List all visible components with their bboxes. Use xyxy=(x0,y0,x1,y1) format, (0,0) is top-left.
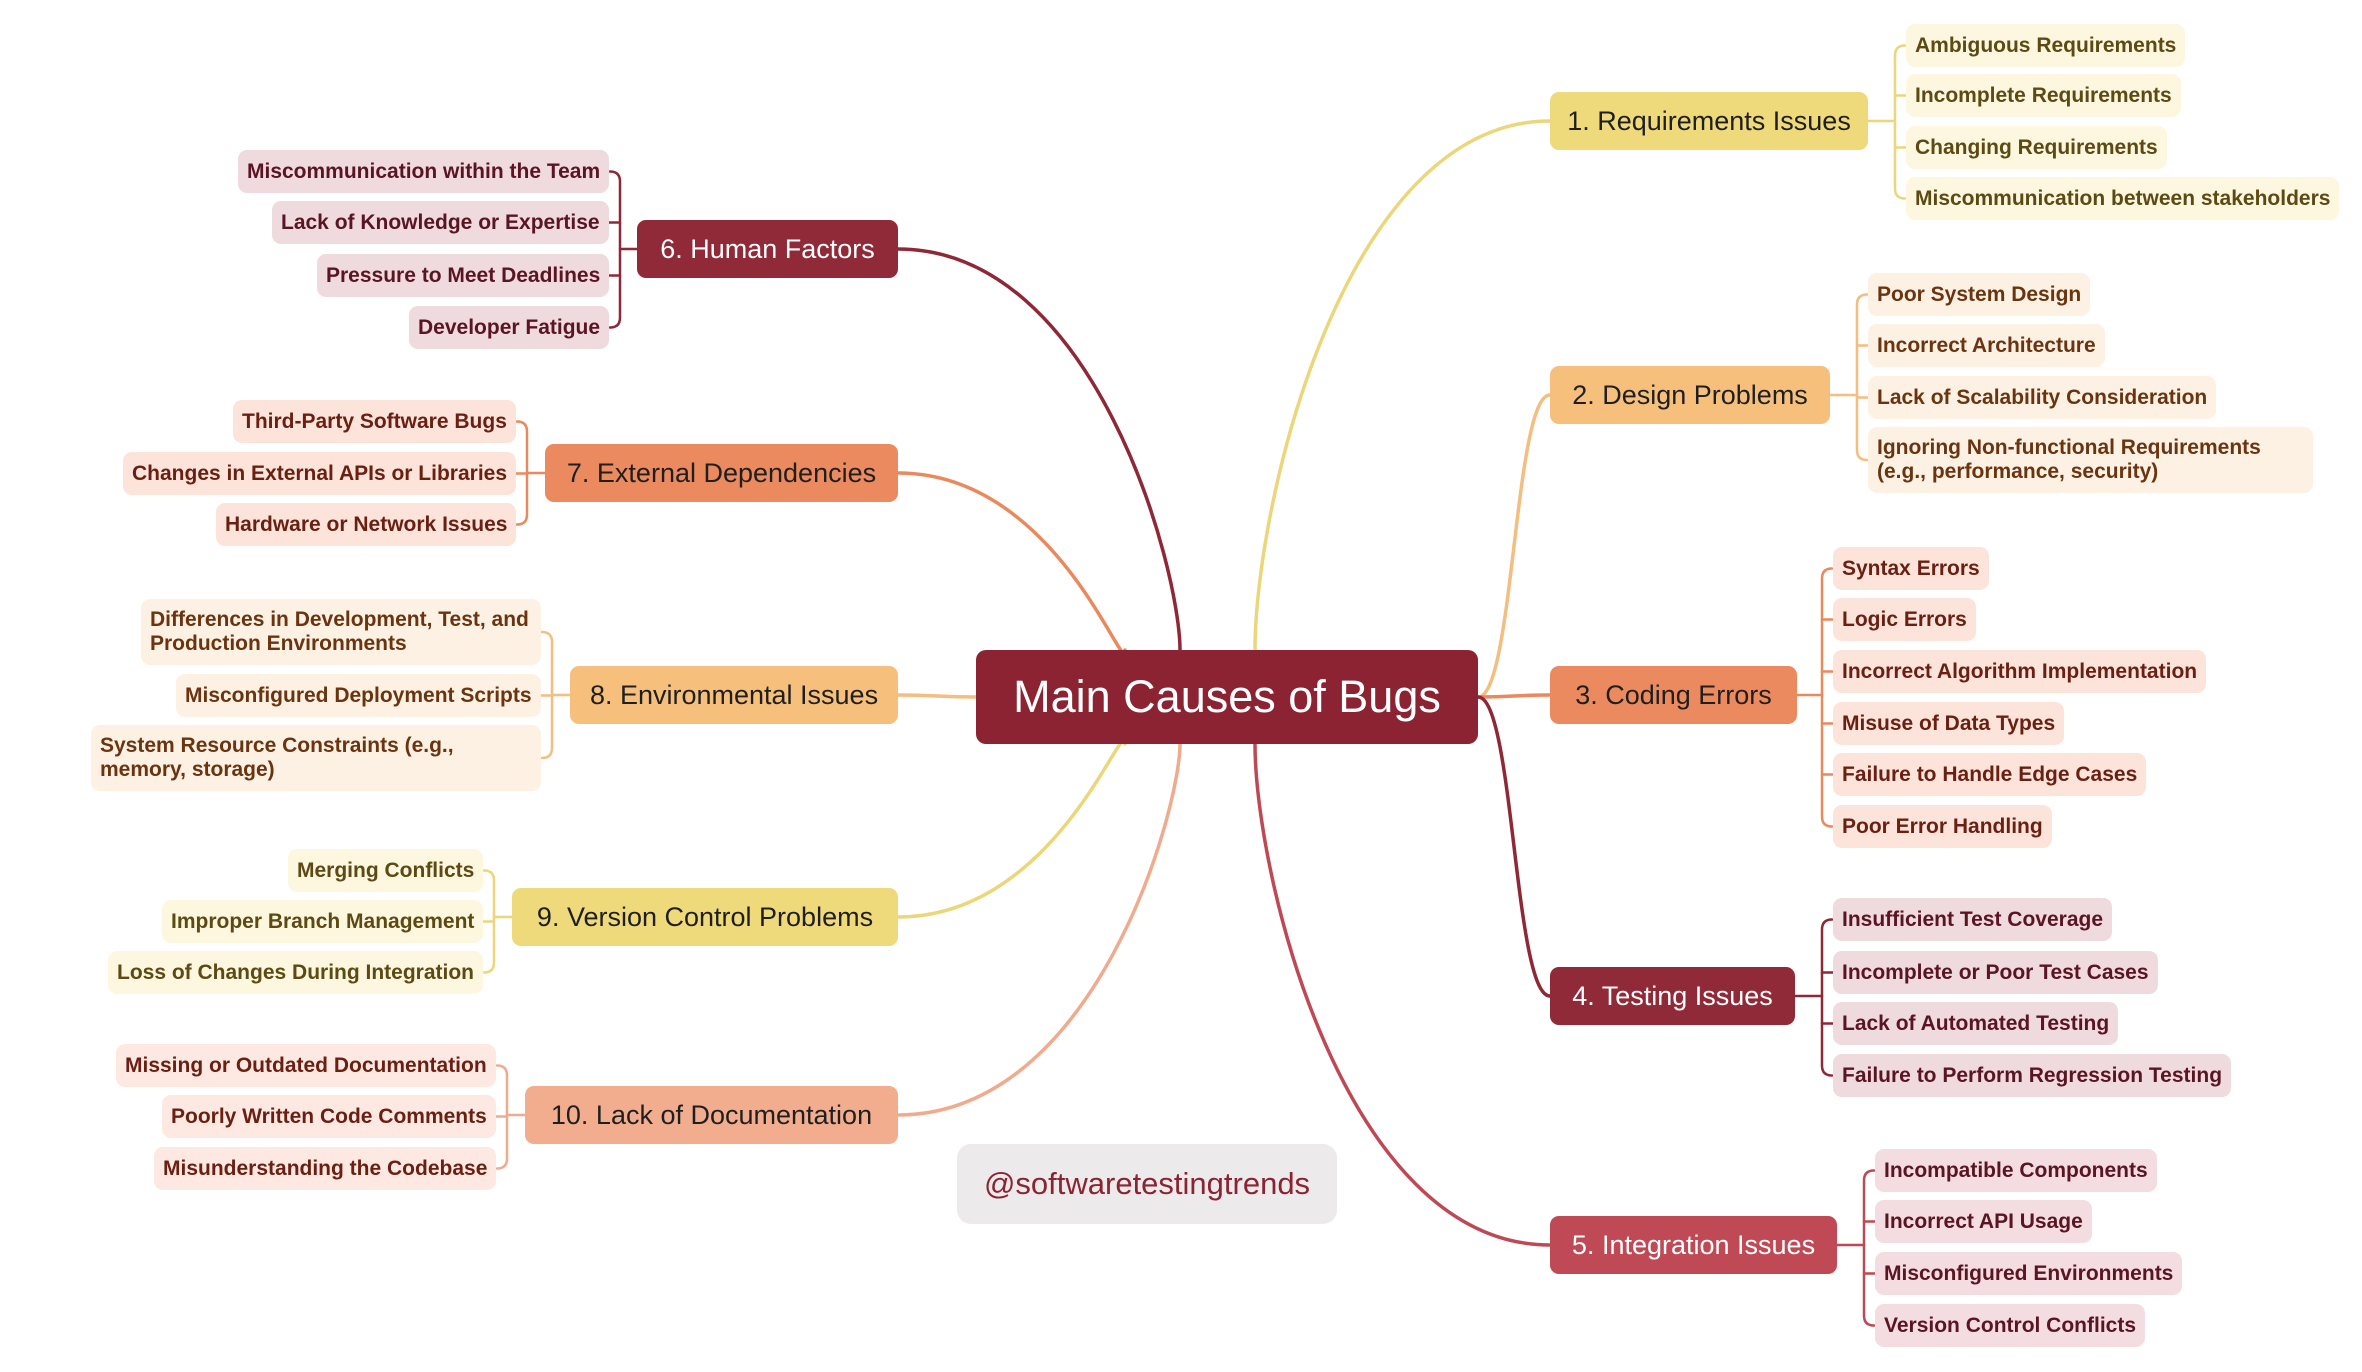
leaf-bracket-3 xyxy=(1820,567,1834,828)
leaf-node[interactable]: Pressure to Meet Deadlines xyxy=(317,254,610,297)
leaf-node[interactable]: Lack of Knowledge or Expertise xyxy=(272,201,609,244)
leaf-node[interactable]: Merging Conflicts xyxy=(288,849,484,892)
leaf-node[interactable]: Ignoring Non-functional Requirements (e.… xyxy=(1868,427,2313,493)
branch-connector-7 xyxy=(896,471,1127,655)
leaf-node[interactable]: Third-Party Software Bugs xyxy=(233,400,516,443)
branch-node-2[interactable]: 2. Design Problems xyxy=(1550,366,1830,424)
branch-node-7[interactable]: 7. External Dependencies xyxy=(545,444,898,502)
branch-connector-5 xyxy=(1253,742,1552,1247)
leaf-node[interactable]: Logic Errors xyxy=(1833,598,1976,641)
branch-node-9[interactable]: 9. Version Control Problems xyxy=(512,888,898,946)
leaf-node[interactable]: Incompatible Components xyxy=(1875,1149,2157,1192)
leaf-node[interactable]: Hardware or Network Issues xyxy=(216,503,517,546)
leaf-node[interactable]: Differences in Development, Test, and Pr… xyxy=(141,599,541,665)
leaf-node[interactable]: Incorrect API Usage xyxy=(1875,1200,2092,1243)
leaf-node[interactable]: Developer Fatigue xyxy=(409,306,610,349)
leaf-node[interactable]: Misconfigured Deployment Scripts xyxy=(176,674,541,717)
branch-connector-9 xyxy=(896,738,1127,919)
leaf-node[interactable]: System Resource Constraints (e.g., memor… xyxy=(91,725,541,791)
leaf-node[interactable]: Miscommunication within the Team xyxy=(238,150,610,193)
branch-connector-1 xyxy=(1253,119,1552,652)
leaf-node[interactable]: Poor Error Handling xyxy=(1833,805,2052,848)
branch-connector-4 xyxy=(1476,695,1552,998)
branch-node-6[interactable]: 6. Human Factors xyxy=(637,220,898,278)
leaf-node[interactable]: Failure to Perform Regression Testing xyxy=(1833,1054,2232,1097)
leaf-node[interactable]: Misconfigured Environments xyxy=(1875,1252,2183,1295)
leaf-node[interactable]: Incomplete or Poor Test Cases xyxy=(1833,951,2158,994)
leaf-node[interactable]: Incomplete Requirements xyxy=(1906,74,2181,117)
branch-node-10[interactable]: 10. Lack of Documentation xyxy=(525,1086,898,1144)
leaf-bracket-2 xyxy=(1855,293,1869,462)
leaf-node[interactable]: Ambiguous Requirements xyxy=(1906,24,2186,67)
branch-connector-10 xyxy=(896,742,1182,1117)
leaf-node[interactable]: Loss of Changes During Integration xyxy=(108,951,484,994)
leaf-node[interactable]: Incorrect Algorithm Implementation xyxy=(1833,650,2207,693)
branch-node-5[interactable]: 5. Integration Issues xyxy=(1550,1216,1837,1274)
leaf-node[interactable]: Changes in External APIs or Libraries xyxy=(123,452,517,495)
leaf-node[interactable]: Insufficient Test Coverage xyxy=(1833,898,2113,941)
branch-connector-2 xyxy=(1476,393,1552,699)
leaf-node[interactable]: Misuse of Data Types xyxy=(1833,702,2065,745)
branch-node-3[interactable]: 3. Coding Errors xyxy=(1550,666,1797,724)
leaf-node[interactable]: Poor System Design xyxy=(1868,273,2091,316)
leaf-bracket-6 xyxy=(608,170,622,329)
leaf-node[interactable]: Changing Requirements xyxy=(1906,126,2167,169)
leaf-node[interactable]: Syntax Errors xyxy=(1833,547,1989,590)
leaf-bracket-1 xyxy=(1893,44,1907,200)
leaf-node[interactable]: Improper Branch Management xyxy=(162,900,484,943)
leaf-bracket-4 xyxy=(1820,918,1834,1077)
leaf-node[interactable]: Lack of Automated Testing xyxy=(1833,1002,2119,1045)
central-topic[interactable]: Main Causes of Bugs xyxy=(976,650,1478,744)
leaf-node[interactable]: Miscommunication between stakeholders xyxy=(1906,177,2340,220)
leaf-node[interactable]: Failure to Handle Edge Cases xyxy=(1833,753,2147,796)
branch-node-8[interactable]: 8. Environmental Issues xyxy=(570,666,898,724)
leaf-node[interactable]: Version Control Conflicts xyxy=(1875,1304,2146,1347)
leaf-node[interactable]: Missing or Outdated Documentation xyxy=(116,1044,496,1087)
leaf-node[interactable]: Poorly Written Code Comments xyxy=(162,1095,496,1138)
branch-connector-8 xyxy=(896,693,978,699)
watermark-handle: @softwaretestingtrends xyxy=(957,1144,1337,1224)
branch-node-1[interactable]: 1. Requirements Issues xyxy=(1550,92,1868,150)
leaf-node[interactable]: Misunderstanding the Codebase xyxy=(154,1147,497,1190)
branch-connector-6 xyxy=(896,247,1182,652)
leaf-node[interactable]: Incorrect Architecture xyxy=(1868,324,2105,367)
leaf-node[interactable]: Lack of Scalability Consideration xyxy=(1868,376,2217,419)
branch-connector-3 xyxy=(1476,693,1552,699)
branch-node-4[interactable]: 4. Testing Issues xyxy=(1550,967,1795,1025)
leaf-bracket-5 xyxy=(1862,1169,1876,1327)
